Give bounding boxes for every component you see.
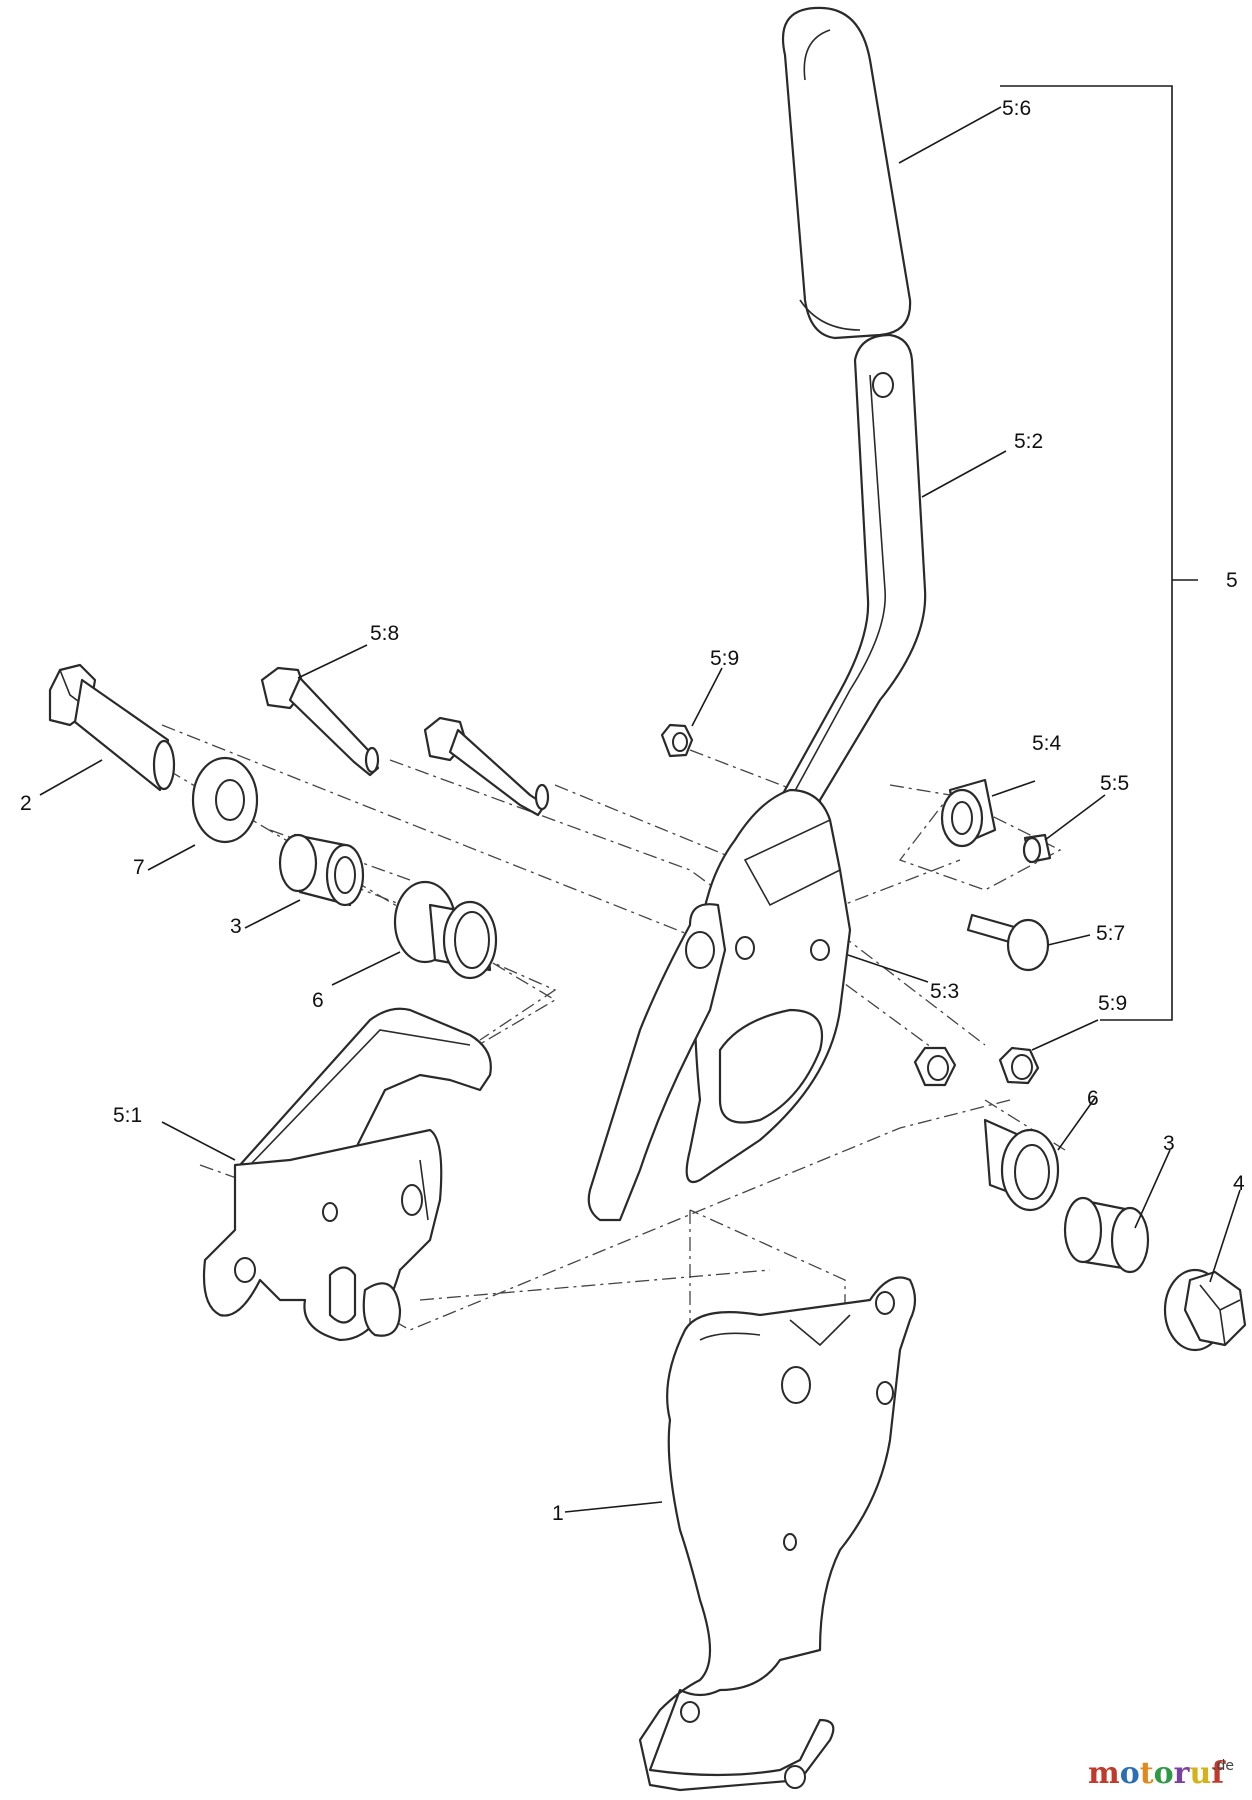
callout-5-9-upper: 5:9 [710,647,739,670]
watermark-letter: f [1211,1756,1226,1791]
callout-5-5: 5:5 [1100,772,1129,795]
callout-7: 7 [133,856,145,879]
shoulder-bolt-upper [260,666,380,777]
assembly-bracket-5 [1000,85,1198,1021]
flat-washer [191,756,259,844]
pin-5-7 [966,913,1050,972]
shoulder-bolt-lower [423,716,550,817]
callout-5-7: 5:7 [1096,922,1125,945]
callout-2: 2 [20,792,32,815]
flange-nut-mid [913,1046,957,1087]
latch-side-plate [587,903,727,1222]
flange-nut-lower [998,1046,1040,1085]
callout-4: 4 [1233,1172,1245,1195]
callout-6-right: 6 [1087,1087,1099,1110]
watermark-letter: o [1120,1756,1140,1791]
bushing-5-4 [940,778,997,848]
spacer-right [1063,1196,1150,1274]
leader-lines [39,106,1241,1513]
pivot-bracket [202,1007,492,1342]
lever-plate [685,788,852,1183]
callout-5-4: 5:4 [1032,732,1062,755]
callout-5: 5 [1226,569,1238,592]
callout-5-2: 5:2 [1014,430,1043,453]
svg-text:motoruf: motoruf [1088,1756,1226,1791]
callout-labels: 5:6 5:2 5 5:8 5:9 5:4 5:5 5:7 5:3 5:9 2 … [20,97,1245,1525]
callout-3-right: 3 [1163,1132,1175,1155]
bushing-5-5 [1022,833,1052,864]
callout-3-left: 3 [230,915,242,938]
callout-5-1: 5:1 [113,1104,142,1127]
watermark-letter: o [1154,1756,1174,1791]
flanged-bushing-right [983,1118,1060,1212]
callout-1: 1 [552,1502,564,1525]
callout-5-8: 5:8 [370,622,399,645]
watermark-letter: t [1140,1756,1154,1791]
watermark-letter: u [1189,1756,1211,1791]
callout-5-3: 5:3 [930,980,959,1003]
callout-5-6: 5:6 [1002,97,1031,120]
flanged-bushing-left [393,880,498,980]
callout-6-left: 6 [312,989,324,1012]
grip-pad [781,6,912,340]
callout-5-9-lower: 5:9 [1098,992,1127,1015]
watermark-letter: r [1174,1756,1191,1791]
watermark-logo: motoruf .de [1088,1756,1234,1791]
flange-nut-upper [660,723,694,758]
base-bracket [638,1276,917,1792]
lock-nut [1163,1268,1247,1352]
hex-bolt [48,663,176,792]
watermark-suffix: .de [1212,1758,1234,1774]
watermark-letter: m [1088,1756,1120,1791]
spacer-left [278,833,365,907]
